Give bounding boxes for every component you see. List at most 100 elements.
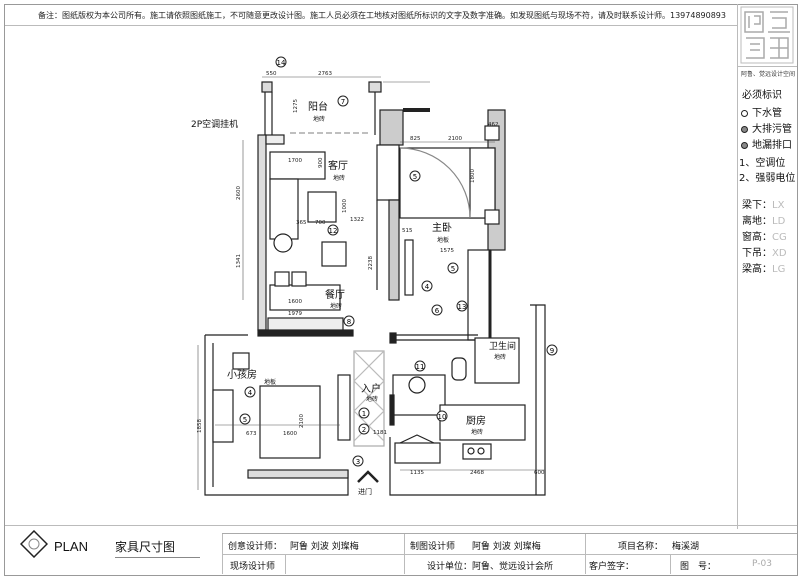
- dim: 1600: [288, 299, 302, 305]
- svg-text:4: 4: [248, 389, 253, 397]
- svg-text:1: 1: [362, 410, 366, 418]
- living-floor: 地砖: [333, 174, 345, 182]
- side-panel: [737, 4, 798, 529]
- title-block-table: 创意设计师： 阿鲁 刘波 刘璨梅 制图设计师 阿鲁 刘波 刘璨梅 项目名称： 梅…: [222, 533, 797, 574]
- svg-text:10: 10: [438, 413, 447, 421]
- studio-logo: [740, 6, 794, 64]
- legend-label: 大排污管: [752, 124, 792, 135]
- col-divider: [285, 554, 286, 574]
- project-name: 梅溪湖: [672, 542, 700, 552]
- balcony-floor: 地砖: [313, 115, 325, 123]
- dim: 600: [534, 470, 545, 476]
- dim: 1600: [283, 431, 297, 437]
- dim: 2763: [318, 71, 332, 77]
- abbr-label: 窗高：: [742, 232, 772, 243]
- dim: 1575: [440, 248, 454, 254]
- row-divider: [222, 554, 797, 555]
- client-sign-label: 客户签字：: [589, 562, 635, 572]
- abbr-label: 离地：: [742, 216, 772, 227]
- living-name: 客厅: [328, 159, 348, 172]
- kitchen-floor: 地砖: [471, 428, 483, 436]
- plan-label: PLAN: [54, 539, 88, 554]
- marker: 2: [358, 423, 370, 435]
- drawing-no: P-03: [752, 559, 772, 569]
- dim: 1341: [236, 254, 242, 268]
- logo-divider: [737, 66, 797, 67]
- abbr-label: 梁下：: [742, 200, 772, 211]
- svg-text:5: 5: [243, 416, 247, 424]
- legend-label: 地漏排口: [752, 140, 792, 151]
- entry-floor: 地砖: [366, 395, 378, 403]
- legend-label: 下水管: [752, 108, 782, 119]
- legend-item-sewage-pipe: 大排污管: [741, 120, 792, 135]
- position-electric: 2、强弱电位: [739, 173, 796, 184]
- creative-designer-label: 创意设计师：: [228, 542, 283, 552]
- svg-text:5: 5: [451, 265, 455, 273]
- col-divider: [404, 534, 405, 574]
- dim: 1979: [288, 311, 302, 317]
- abbr-code: LG: [772, 264, 786, 275]
- svg-text:6: 6: [435, 307, 440, 315]
- dim: 700: [315, 220, 326, 226]
- ac-label: 2P空调挂机: [191, 118, 238, 130]
- header-divider: [5, 25, 737, 26]
- studio-name: 阿鲁、觉远设计空间: [741, 71, 796, 78]
- abbr-window-height: 窗高：CG: [742, 228, 787, 243]
- dim: 1000: [342, 199, 348, 213]
- marker: 7: [337, 95, 349, 107]
- svg-text:7: 7: [341, 98, 345, 106]
- compass-icon: [20, 530, 48, 558]
- marker: 4: [244, 386, 256, 398]
- dim: 1181: [373, 430, 387, 436]
- dim: 1800: [470, 169, 476, 183]
- svg-text:4: 4: [425, 283, 430, 291]
- marker: 4: [421, 280, 433, 292]
- marker: 5: [409, 170, 421, 182]
- marker: 14: [275, 56, 287, 68]
- bath-floor: 地砖: [494, 353, 506, 361]
- sewage-pipe-icon: [741, 125, 748, 133]
- abbr-label: 下吊：: [742, 248, 772, 259]
- marker: 3: [352, 455, 364, 467]
- abbr-code: LX: [772, 200, 785, 211]
- master-name: 主卧: [432, 221, 452, 234]
- marker: 10: [436, 410, 448, 422]
- dim: 2100: [448, 136, 462, 142]
- marker: 1: [358, 407, 370, 419]
- walls: [197, 76, 546, 496]
- dim: 673: [246, 431, 257, 437]
- position-ac: 1、空调位: [739, 158, 786, 169]
- svg-text:3: 3: [356, 458, 360, 466]
- entrance-arrow-icon: [357, 470, 379, 483]
- project-label: 项目名称：: [618, 542, 664, 552]
- dining-name: 餐厅: [325, 288, 345, 301]
- svg-text:8: 8: [347, 318, 351, 326]
- dimension-labels: 2763 550 1275 1700 900 2600 1341 1000 70…: [197, 71, 545, 476]
- drafter-label: 制图设计师: [410, 542, 456, 552]
- drawing-name: 家具尺寸图: [115, 538, 200, 558]
- child-name: 小孩房: [227, 368, 257, 381]
- abbr-drop-ceiling: 下吊：XD: [742, 244, 787, 259]
- floor-drain-icon: [741, 141, 748, 149]
- legend-item-drain-pipe: 下水管: [741, 104, 782, 119]
- marker: 6: [431, 304, 443, 316]
- balcony-name: 阳台: [308, 100, 328, 113]
- legend-title: 必须标识: [742, 90, 782, 101]
- drain-pipe-icon: [741, 109, 748, 117]
- marker: 9: [546, 344, 558, 356]
- svg-text:9: 9: [550, 347, 554, 355]
- dim: 515: [402, 228, 413, 234]
- header-note: 备注：图纸版权为本公司所有。施工请依照图纸施工，不可随意更改设计图。施工人员必须…: [38, 11, 726, 20]
- dim: 1275: [293, 99, 299, 113]
- abbr-code: XD: [772, 248, 787, 259]
- creative-designer: 阿鲁 刘波 刘璨梅: [290, 542, 359, 552]
- marker: 12: [327, 224, 339, 236]
- abbr-code: LD: [772, 216, 786, 227]
- dim: 2600: [236, 186, 242, 200]
- dim: 900: [318, 157, 324, 168]
- dim: 1322: [350, 217, 364, 223]
- abbr-beam-height: 梁高：LG: [742, 260, 785, 275]
- entrance-label: 进门: [358, 487, 372, 496]
- dim: 2100: [299, 414, 305, 428]
- dim: 1135: [410, 470, 424, 476]
